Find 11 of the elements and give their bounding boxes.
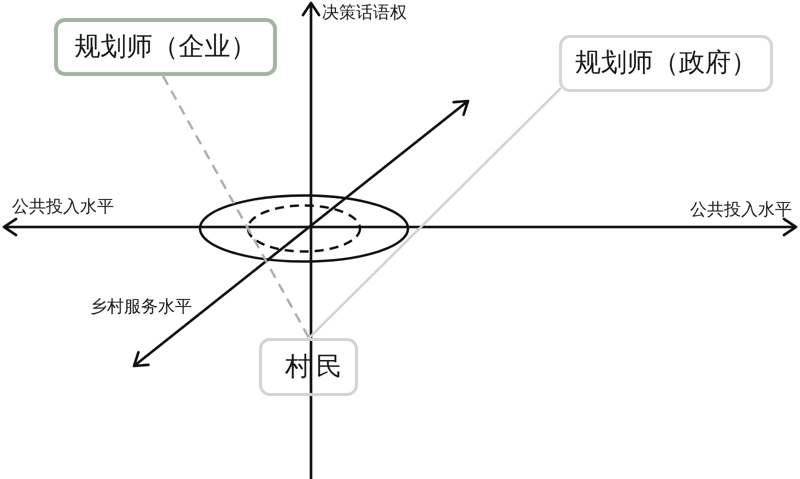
- role-label: 规划师（政府）: [575, 49, 757, 78]
- axis-label: 公共投入水平: [690, 202, 792, 219]
- leader-line: [308, 87, 562, 339]
- role-box: [259, 338, 358, 396]
- role-box: [559, 35, 773, 92]
- axis-label: 公共投入水平: [12, 199, 114, 216]
- axis-label: 决策话语权: [322, 5, 407, 22]
- leader-line: [162, 75, 310, 339]
- axis-label: 乡村服务水平: [90, 299, 192, 316]
- role-label: 规划师（企业）: [74, 32, 256, 62]
- role-box: [54, 18, 277, 76]
